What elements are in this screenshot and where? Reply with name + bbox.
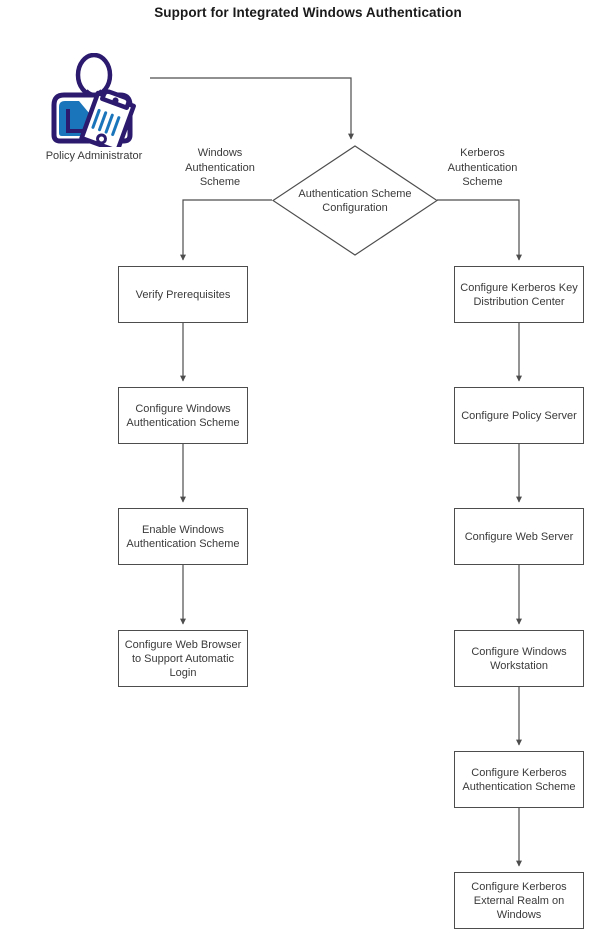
- node-label: Configure Policy Server: [461, 409, 577, 422]
- node-label: Configure Windows Authentication Scheme: [126, 402, 240, 429]
- process-node-enable-windows-authentication-scheme[interactable]: Enable Windows Authentication Scheme: [118, 508, 248, 565]
- process-node-configure-web-server[interactable]: Configure Web Server: [454, 508, 584, 565]
- process-node-verify-prerequisites[interactable]: Verify Prerequisites: [118, 266, 248, 323]
- process-node-configure-windows-workstation[interactable]: Configure Windows Workstation: [454, 630, 584, 687]
- page-title: Support for Integrated Windows Authentic…: [154, 5, 462, 20]
- process-node-configure-kerberos-external-realm-on-windows[interactable]: Configure Kerberos External Realm on Win…: [454, 872, 584, 929]
- node-label: Configure Windows Workstation: [471, 645, 567, 672]
- process-node-configure-windows-authentication-scheme[interactable]: Configure Windows Authentication Scheme: [118, 387, 248, 444]
- branch-label-kerberos: Kerberos Authentication Scheme: [447, 147, 518, 188]
- decision-label-line2: Configuration: [322, 201, 388, 214]
- node-label: Configure Kerberos Key Distribution Cent…: [460, 281, 578, 308]
- decision-label-line1: Authentication Scheme: [298, 187, 412, 200]
- node-label: Enable Windows Authentication Scheme: [126, 523, 240, 550]
- node-label: Configure Web Browser to Support Automat…: [124, 638, 242, 679]
- process-node-configure-web-browser-automatic-login[interactable]: Configure Web Browser to Support Automat…: [118, 630, 248, 687]
- process-node-configure-kerberos-authentication-scheme[interactable]: Configure Kerberos Authentication Scheme: [454, 751, 584, 808]
- branch-label-windows: Windows Authentication Scheme: [185, 147, 255, 188]
- process-node-configure-kerberos-key-distribution-center[interactable]: Configure Kerberos Key Distribution Cent…: [454, 266, 584, 323]
- node-label: Verify Prerequisites: [135, 288, 231, 301]
- process-node-configure-policy-server[interactable]: Configure Policy Server: [454, 387, 584, 444]
- decision-node-authentication-scheme-configuration[interactable]: Authentication Scheme Configuration: [272, 145, 438, 256]
- policy-administrator-icon: [46, 52, 142, 154]
- node-label: Configure Web Server: [464, 530, 574, 543]
- node-label: Configure Kerberos External Realm on Win…: [471, 880, 567, 921]
- decision-label: Authentication Scheme Configuration: [285, 187, 425, 215]
- node-label: Configure Kerberos Authentication Scheme: [462, 766, 576, 793]
- actor-label: Policy Administrator: [45, 150, 143, 162]
